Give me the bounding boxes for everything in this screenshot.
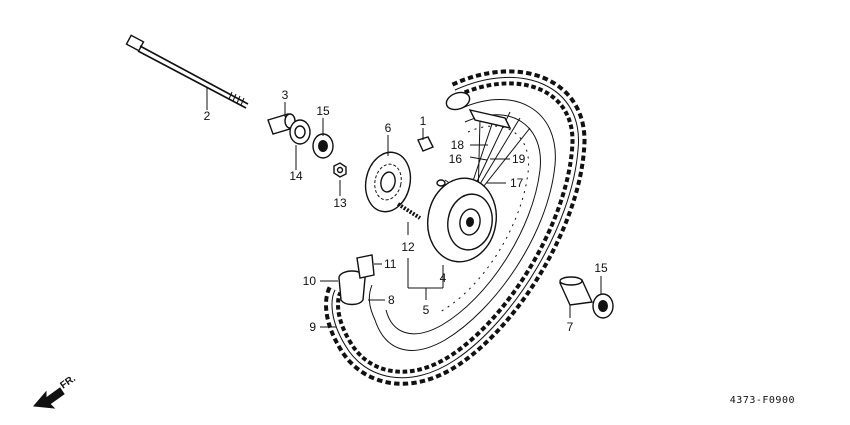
rim-band-part — [445, 91, 512, 130]
callout-2: 2 — [204, 109, 211, 123]
callout-19: 19 — [512, 152, 526, 166]
callout-13: 13 — [333, 196, 347, 210]
callout-17: 17 — [510, 176, 524, 190]
callout-3: 3 — [282, 88, 289, 102]
bearing-part-left — [289, 119, 311, 145]
dust-seal-part-left — [312, 133, 334, 159]
callout-4: 4 — [440, 271, 447, 285]
leader-lines — [206, 88, 602, 328]
front-direction-indicator: FR. — [32, 373, 78, 409]
callout-15-right: 15 — [594, 261, 608, 275]
callout-labels: 2 3 15 14 13 6 1 18 16 19 17 12 4 5 11 1… — [204, 88, 608, 334]
figure-code: 4373-F0900 — [730, 395, 795, 406]
callout-1: 1 — [420, 114, 427, 128]
hub-part — [427, 177, 497, 263]
callout-11: 11 — [384, 257, 397, 271]
callout-10: 10 — [303, 274, 317, 288]
tube-part — [338, 254, 375, 306]
callout-14: 14 — [289, 169, 303, 183]
callout-15-left: 15 — [316, 104, 330, 118]
dust-seal-part-right — [592, 293, 614, 319]
axle-part — [125, 34, 249, 109]
callout-5: 5 — [423, 303, 430, 317]
callout-9: 9 — [309, 320, 316, 334]
callout-6: 6 — [385, 121, 392, 135]
callout-16: 16 — [449, 152, 463, 166]
callout-8: 8 — [388, 293, 395, 307]
callout-7: 7 — [567, 320, 574, 334]
brake-plate-part — [364, 151, 412, 213]
callout-18: 18 — [451, 138, 465, 152]
callout-12: 12 — [401, 240, 415, 254]
collar-part-right — [558, 276, 594, 306]
spoke-nipple-part — [436, 179, 446, 187]
nut-part — [333, 162, 347, 178]
front-direction-label: FR. — [58, 373, 78, 391]
cap-part — [417, 136, 434, 152]
tire-part — [324, 69, 587, 386]
bolt-part — [396, 202, 422, 220]
